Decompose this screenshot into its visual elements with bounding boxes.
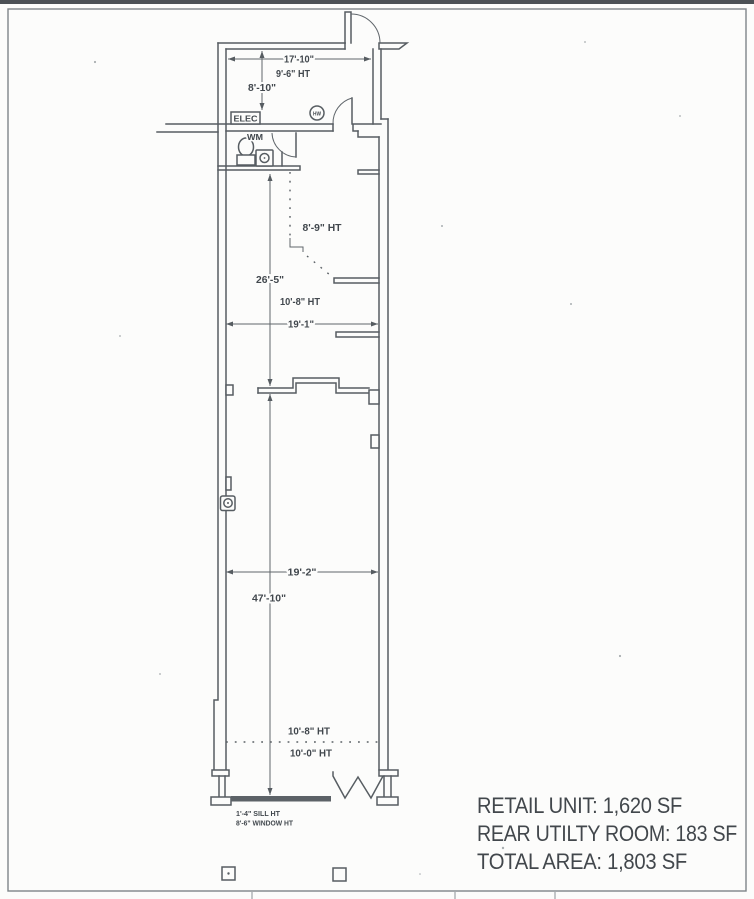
column-markers bbox=[221, 866, 347, 882]
ht-8-9-label: 8'-9" HT bbox=[303, 223, 342, 234]
walls bbox=[156, 11, 410, 771]
utility-door bbox=[332, 97, 353, 125]
elec-label: ELEC bbox=[234, 115, 258, 124]
left-wall-pilaster bbox=[225, 384, 234, 396]
scan-specks bbox=[93, 41, 681, 875]
alcove-stub-upper bbox=[333, 277, 380, 284]
storefront-labels: 1'-4" SILL HT 8'-6" WINDOW HT bbox=[236, 809, 294, 828]
dim-26-5-label: 26'-5" bbox=[256, 275, 284, 286]
rear-utility-room-area: REAR UTILTY ROOM: 183 SF bbox=[477, 821, 737, 846]
sink-fixture bbox=[255, 149, 274, 167]
sill-ht-label: 1'-4" SILL HT bbox=[236, 809, 281, 818]
scan-edge-band bbox=[0, 0, 754, 4]
restroom-door bbox=[271, 132, 297, 158]
ht-10-8-lower-label: 10'-8" HT bbox=[288, 727, 330, 738]
retail-unit-area: RETAIL UNIT: 1,620 SF bbox=[477, 793, 682, 818]
page-border bbox=[7, 8, 747, 892]
toilet-fixture bbox=[236, 137, 256, 166]
total-area: TOTAL AREA: 1,803 SF bbox=[477, 849, 687, 874]
window-ht-label: 8'-6" WINDOW HT bbox=[236, 819, 294, 828]
hot-water-heater bbox=[309, 105, 325, 121]
notched-partition bbox=[257, 377, 380, 405]
storefront-window bbox=[231, 796, 331, 802]
vestibule-stub bbox=[357, 169, 380, 175]
ht-9-6-label: 9'-6" HT bbox=[276, 69, 310, 80]
plan-labels: 17'-10" 9'-6" HT 8'-10" ELEC HW WM 8'-9"… bbox=[232, 53, 344, 762]
entry-double-door bbox=[332, 771, 384, 800]
hw-label: HW bbox=[313, 111, 321, 117]
elec-panel-box bbox=[230, 111, 261, 125]
dim-47-10-label: 47'-10" bbox=[252, 594, 286, 605]
ht-10-8-upper-label: 10'-8" HT bbox=[280, 297, 320, 308]
dim-19-1-label: 19'-1" bbox=[288, 320, 314, 331]
dim-17-10-label: 17'-10" bbox=[284, 55, 314, 66]
right-wall-pilaster bbox=[370, 434, 380, 449]
ht-10-0-label: 10'-0" HT bbox=[290, 749, 332, 760]
dimension-lines bbox=[226, 51, 378, 795]
wall-cap bbox=[378, 42, 410, 50]
dim-19-2-label: 19'-2" bbox=[288, 568, 317, 579]
left-pier bbox=[210, 769, 232, 806]
storefront bbox=[210, 769, 399, 806]
area-summary: RETAIL UNIT: 1,620 SF REAR UTILTY ROOM: … bbox=[477, 793, 737, 874]
wm-label: WM bbox=[247, 133, 263, 142]
restroom bbox=[217, 132, 301, 171]
titleblock-ticks bbox=[251, 892, 556, 899]
ceiling-break-lines bbox=[226, 172, 379, 743]
alcove-stub-lower bbox=[335, 331, 380, 338]
right-pier bbox=[376, 769, 399, 806]
left-wall-jog bbox=[225, 476, 232, 491]
dim-8-10-label: 8'-10" bbox=[248, 83, 276, 94]
rear-door bbox=[344, 11, 381, 44]
wall-mounted-panel bbox=[219, 495, 236, 512]
